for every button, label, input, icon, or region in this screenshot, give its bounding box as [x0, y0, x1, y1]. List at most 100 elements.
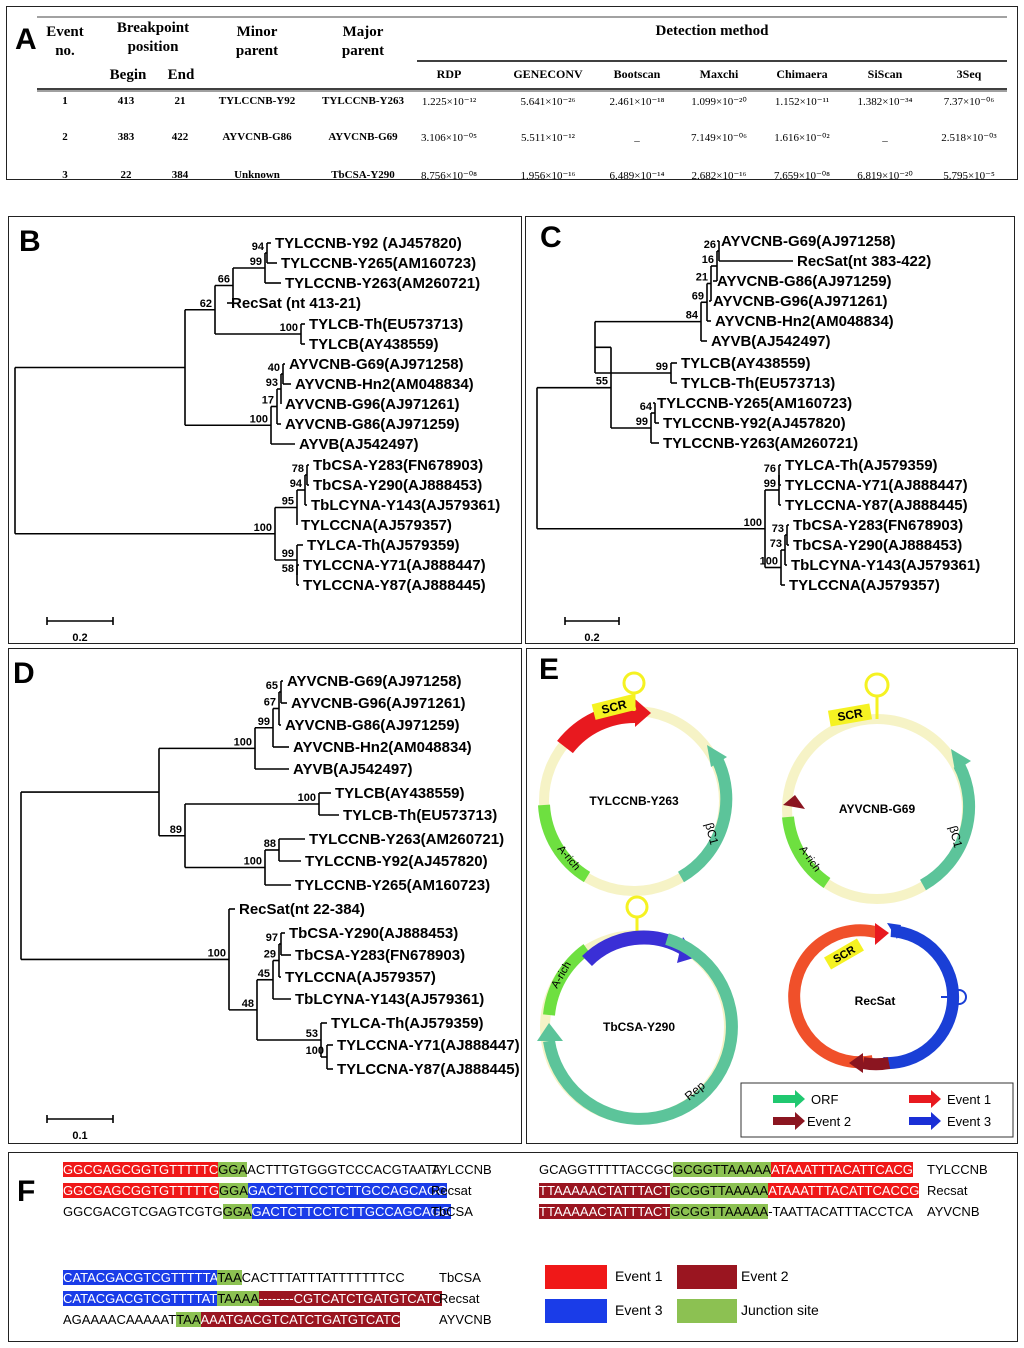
sequence-name: Recsat [439, 1291, 480, 1306]
bootstrap-value: 94 [290, 478, 303, 490]
bootstrap-value: 100 [306, 1045, 324, 1057]
arich-arc [538, 804, 591, 883]
tree-leaf-label: TYLCCNB-Y265(AM160723) [657, 395, 852, 412]
tree-leaf-label: TbLCYNA-Y143(AJ579361) [791, 557, 980, 574]
seq-segment: AGAAAACAAAAAT [63, 1312, 177, 1327]
panel-label-a: A [15, 23, 37, 56]
seq-segment: TAA [217, 1270, 242, 1285]
method-rdp: RDP [436, 67, 462, 81]
bootstrap-value: 100 [280, 322, 298, 334]
h-begin: Begin [109, 67, 147, 83]
tree-leaf-label: TYLCCNB-Y263(AM260721) [663, 435, 858, 452]
map-tylccnb-y263: SCR A-rich βC1 TYLCCNB-Y263 [538, 671, 733, 896]
tree-leaf-label: AYVCNB-G96(AJ971261) [291, 695, 466, 712]
tree-leaf-label: AYVCNB-G96(AJ971261) [285, 396, 460, 413]
panel-label-f: F [17, 1175, 36, 1208]
table-cell: TYLCCNB-Y92 [218, 95, 296, 107]
tree-leaf-label: TYLCB-Th(EU573713) [681, 375, 835, 392]
scr-box [591, 694, 637, 720]
tree-leaf-label: AYVCNB-G69(AJ971258) [287, 673, 462, 690]
seq-segment: GGA [222, 1204, 252, 1219]
panel-e: E SCR A-rich βC1 TYLCCNB-Y263 [526, 648, 1018, 1144]
scale-bar-label: 0.1 [72, 1130, 87, 1142]
seq-segment: GACTCTTCCTCTTGCCAGCAGG [251, 1204, 451, 1219]
bootstrap-value: 84 [686, 310, 699, 322]
table-cell: 384 [171, 169, 189, 181]
seq-segment: ATAAATTTACATTCACCG [768, 1183, 920, 1198]
tree-leaf-label: TYLCCNB-Y263(AM260721) [309, 831, 504, 848]
legend-swatch-junction [677, 1299, 737, 1323]
stem-loop-icon [622, 671, 646, 695]
stem-loop-icon [864, 672, 890, 698]
map-tbcsa-y290: A-rich Rep TbCSA-Y290 [537, 895, 738, 1125]
alignment-row: GGCGAGCGGTGTTTTTGGGAGACTCTTCCTCTTGCCAGCA… [63, 1182, 471, 1200]
tree-leaf-label: TYLCCNA-Y71(AJ888447) [337, 1037, 520, 1054]
seq-segment: ATAAATTTACATTCACG [771, 1162, 913, 1177]
tree-leaf-label: AYVCNB-Hn2(AM048834) [715, 313, 894, 330]
recsat-event2-arc [861, 1057, 891, 1071]
bc1-arc [677, 756, 733, 883]
phylo-tree-c: AYVCNB-G69(AJ971258)RecSat(nt 383-422)26… [536, 233, 980, 643]
method-geneconv: GENECONV [513, 67, 583, 81]
bootstrap-value: 73 [770, 538, 782, 550]
legend-swatch-event1 [545, 1265, 607, 1289]
table-cell: 21 [174, 95, 186, 107]
tree-leaf-label: TYLCB-Th(EU573713) [309, 316, 463, 333]
table-cell: 7.659×10⁻⁰⁸ [773, 170, 830, 182]
tree-leaf-label: AYVCNB-Hn2(AM048834) [295, 376, 474, 393]
map-legend: ORF Event 1 Event 2 Event 3 [740, 1082, 1014, 1138]
seq-segment: CACTTTATTTATTTTTTTCC [241, 1270, 405, 1285]
sequence-name: Recsat [431, 1183, 472, 1198]
method-3seq: 3Seq [956, 67, 982, 81]
table-cell: 22 [120, 169, 132, 181]
seq-segment: GCGGTTAAAAA [670, 1183, 769, 1198]
arich-arc-2 [782, 816, 831, 888]
bootstrap-value: 99 [250, 256, 262, 268]
bc1-arc-2 [919, 762, 976, 891]
seq-segment: TAA [176, 1312, 201, 1327]
table-cell: 7.149×10⁻⁰⁶ [690, 132, 747, 144]
genome-maps: SCR A-rich βC1 TYLCCNB-Y263 SCR A-rich [537, 671, 1014, 1138]
seq-segment: TTAAAAACTATTTACT [539, 1183, 671, 1198]
tree-leaf-label: TbCSA-Y283(FN678903) [295, 947, 465, 964]
legend-swatch-event2 [677, 1265, 737, 1289]
tree-leaf-label: AYVCNB-Hn2(AM048834) [293, 739, 472, 756]
svg-text:A-rich: A-rich [549, 960, 574, 991]
method-siscan: SiScan [867, 67, 903, 81]
sequence-name: TYLCCNB [927, 1162, 988, 1177]
table-cell: 422 [171, 131, 189, 143]
table-cell: 1.152×10⁻¹¹ [774, 96, 830, 108]
tree-leaf-label: TYLCCNB-Y92(AJ457820) [305, 853, 488, 870]
phylo-tree-b: TYLCCNB-Y92 (AJ457820)TYLCCNB-Y265(AM160… [14, 235, 500, 643]
event2-arrow [783, 795, 805, 809]
table-cell: 2.518×10⁻⁰³ [941, 132, 997, 144]
sequence-name: AYVCNB [439, 1312, 492, 1327]
tree-leaf-label: TYLCA-Th(AJ579359) [307, 537, 460, 554]
tree-leaf-label: AYVCNB-G96(AJ971261) [713, 293, 888, 310]
tree-leaf-label: AYVB(AJ542497) [711, 333, 831, 350]
bootstrap-value: 100 [208, 947, 226, 959]
tree-leaf-label: TbCSA-Y290(AJ888453) [313, 477, 482, 494]
h-end: End [167, 67, 195, 83]
tree-leaf-label: TYLCB-Th(EU573713) [343, 807, 497, 824]
seq-segment: GCGGTTAAAAA [673, 1162, 772, 1177]
tree-leaf-label: TbCSA-Y283(FN678903) [793, 517, 963, 534]
svg-text:SCR: SCR [836, 706, 864, 724]
sequence-name: TbCSA [431, 1204, 473, 1219]
table-cell: TYLCCNB-Y263 [322, 95, 404, 107]
svg-text:βC1: βC1 [946, 824, 965, 849]
table-cell: 3.106×10⁻⁰⁵ [420, 132, 477, 144]
bootstrap-value: 64 [640, 401, 653, 413]
bootstrap-value: 100 [744, 517, 762, 529]
stem-loop-icon [625, 895, 649, 919]
svg-text:AYVCNB-G69: AYVCNB-G69 [839, 802, 916, 816]
seq-segment: GCAGGTTTTTACCGC [539, 1162, 674, 1177]
seq-segment: AAATGACGTCATCTGATGTCATC [200, 1312, 401, 1327]
scale-bar-label: 0.2 [72, 632, 87, 643]
bootstrap-value: 65 [266, 680, 278, 692]
bootstrap-value: 66 [218, 274, 230, 286]
panel-label-d: D [13, 657, 35, 690]
bootstrap-value: 97 [266, 932, 278, 944]
event3-arrow-icon [909, 1112, 941, 1130]
